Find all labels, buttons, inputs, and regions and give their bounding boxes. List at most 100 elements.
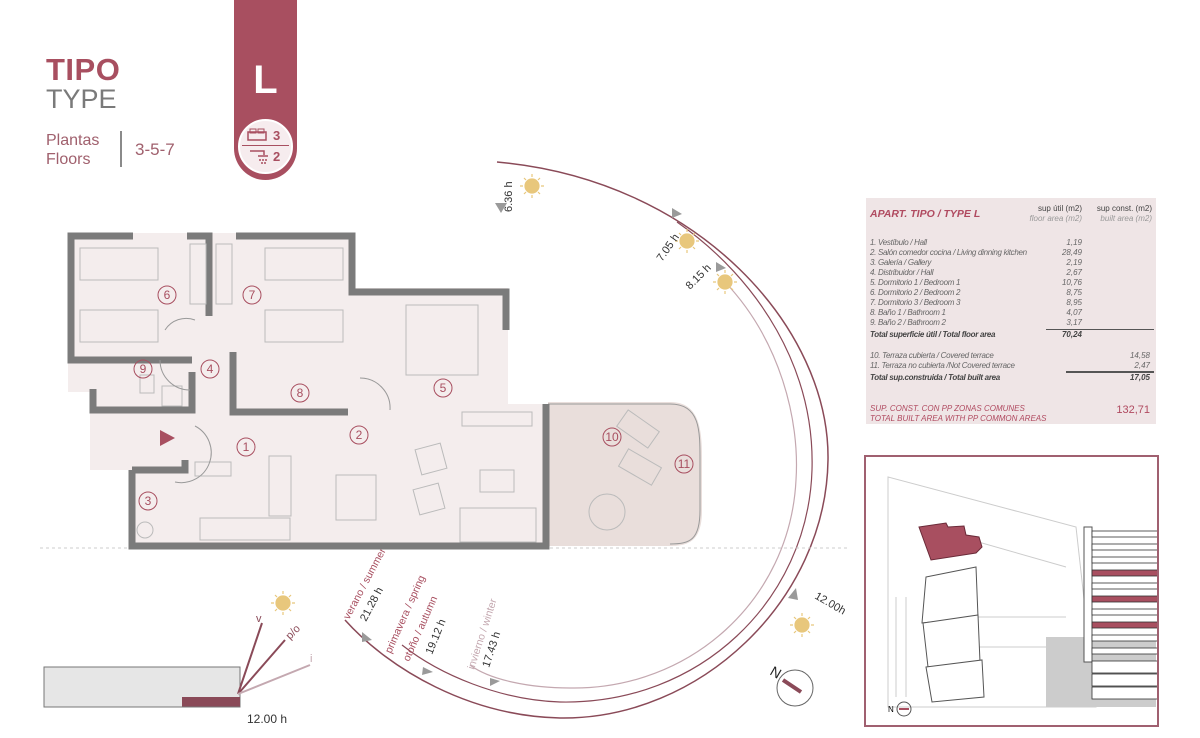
col-floor-area-sub: floor area (m2) [1029,214,1082,223]
row-label: 4. Distribuidor / Hall [870,268,934,277]
bed-icon [247,128,267,141]
col-built-area-sub: built area (m2) [1100,214,1152,223]
site-plan: 10987654321MZS1S2 N [864,455,1200,727]
title-type: TYPE [46,84,117,114]
pp-value: 132,71 [1116,404,1150,416]
sun-path-arcs [344,161,829,719]
row-label: 9. Baño 2 / Bathroom 2 [870,318,946,327]
svg-text:8: 8 [297,386,304,400]
shower-icon [250,150,268,164]
arrow-icon [490,678,500,686]
arrow-icon [422,667,433,675]
sun-icon [271,591,295,615]
furniture [79,243,663,543]
room-number: 10 [602,427,622,447]
time-label: 12.00h [813,590,848,617]
highlighted-unit [918,522,983,561]
room-number: 11 [674,454,694,474]
row-value: 2,19 [1066,258,1082,267]
svg-text:N: N [768,663,785,682]
type-letter: L [253,58,278,102]
ray-i: i [310,653,312,665]
row-label: 5. Dormitorio 1 / Bedroom 1 [870,278,961,287]
svg-text:9: 9 [140,362,147,376]
floor-level [1091,530,1200,538]
floor-level [1091,634,1200,642]
col-floor-area-header: sup útil (m2) [1037,204,1082,213]
row-value: 3,17 [1066,318,1082,327]
area-table: APART. TIPO / TYPE L sup útil (m2) floor… [866,198,1156,424]
ray-po: p/o [284,623,303,642]
sun-section-diagram: v p/o i 12.00 h [43,613,312,726]
entrance-arrow-icon [160,430,175,446]
summer-arc [344,161,829,719]
time-label: 7.05 h [655,232,682,264]
apartment-plan [67,232,702,550]
svg-text:1: 1 [243,440,250,454]
svg-text:6: 6 [164,288,171,302]
sun-icon [790,613,814,637]
floor-level [1091,608,1200,616]
row-label: 8. Baño 1 / Bathroom 1 [870,308,946,317]
svg-text:4: 4 [207,362,214,376]
table-row: 5. Dormitorio 1 / Bedroom 1 10,76 [870,278,1152,288]
floor-level [1091,647,1200,655]
table-row: 11. Terraza no cubierta /Not Covered ter… [870,361,1150,370]
table-row: 4. Distribuidor / Hall 2,67 [870,268,1152,278]
arrow-icon [362,632,372,642]
winter-arc [469,281,798,689]
row-value: 10,76 [1061,278,1082,287]
plantas-label: Plantas [46,132,100,149]
bedrooms-count: 3 [273,128,281,143]
floor-level [1091,543,1200,551]
type-badge: L 3 2 [234,0,297,180]
arrow-icon [788,588,798,600]
sun-markers [362,203,798,686]
table-row: 3. Galería / Gallery 2,19 [870,258,1152,268]
room-number: 3 [138,491,158,511]
svg-text:7: 7 [249,288,256,302]
row-value: 8,95 [1066,298,1082,307]
floor-level [1091,556,1200,564]
total-floor-row: Total superficie útil / Total floor area… [870,330,1082,339]
bathrooms-count: 2 [273,149,281,164]
room-number: 2 [349,425,369,445]
table-row: 2. Salón comedor cocina / Living dinning… [870,248,1152,258]
room-number: 9 [133,359,153,379]
building-section: 10987654321MZS1S2 [1091,530,1200,700]
terrace [548,402,702,546]
col-built-area-header: sup const. (m2) [1096,204,1152,213]
row-value: 1,19 [1066,238,1082,247]
row-label: 1. Vestíbulo / Hall [870,238,927,247]
highlighted-floor [1091,621,1200,629]
room-number: 7 [242,285,262,305]
floor-level [1091,582,1200,590]
floor-level [1091,673,1193,687]
room-number: 5 [433,378,453,398]
table-row: 9. Baño 2 / Bathroom 2 3,17 [870,318,1152,328]
row-value: 28,49 [1061,248,1082,257]
table-row: 1. Vestíbulo / Hall 1,19 [870,238,1152,248]
row-value: 2,67 [1066,268,1082,277]
floors-value: 3-5-7 [135,140,175,159]
highlighted-floor [1091,595,1200,603]
svg-text:10: 10 [605,430,619,444]
spring-arc [401,221,813,703]
row-label: 7. Dormitorio 3 / Bedroom 3 [870,298,961,307]
pp-label-es: SUP. CONST. CON PP ZONAS COMUNES [870,404,1025,413]
row-label: 3. Galería / Gallery [870,258,932,267]
room-number: 4 [200,359,220,379]
table-row: 7. Dormitorio 3 / Bedroom 3 8,95 [870,298,1152,308]
arrow-icon [495,203,507,213]
floor-level [1091,686,1193,700]
room-number: 6 [157,285,177,305]
ray-v: v [256,613,262,625]
svg-text:N: N [888,705,894,714]
row-label: 2. Salón comedor cocina / Living dinning… [870,248,1027,257]
divider [120,131,122,167]
floors-label: Plantas Floors [46,131,99,169]
